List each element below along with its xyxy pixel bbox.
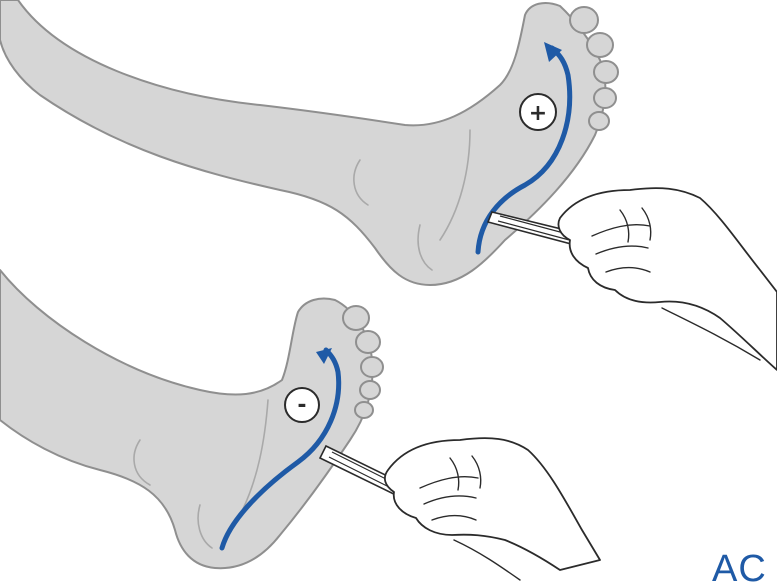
- toe: [360, 381, 380, 399]
- toe: [356, 331, 380, 353]
- positive-panel: +: [0, 0, 777, 370]
- negative-sign-label: -: [297, 393, 306, 418]
- positive-sign-label: +: [529, 101, 547, 126]
- toe: [594, 61, 618, 83]
- toe: [343, 306, 369, 330]
- toe: [355, 402, 373, 418]
- negative-panel: -: [0, 270, 600, 580]
- bottom-examiner-hand: [385, 438, 600, 580]
- toe: [589, 112, 609, 130]
- top-examiner-hand: [558, 188, 777, 370]
- toe: [570, 7, 598, 33]
- brand-logo: AC: [712, 548, 767, 583]
- toe: [594, 88, 616, 108]
- toe: [587, 33, 613, 57]
- bottom-leg-and-foot: [0, 270, 373, 568]
- top-leg-and-foot: [0, 0, 605, 285]
- toe: [361, 357, 383, 377]
